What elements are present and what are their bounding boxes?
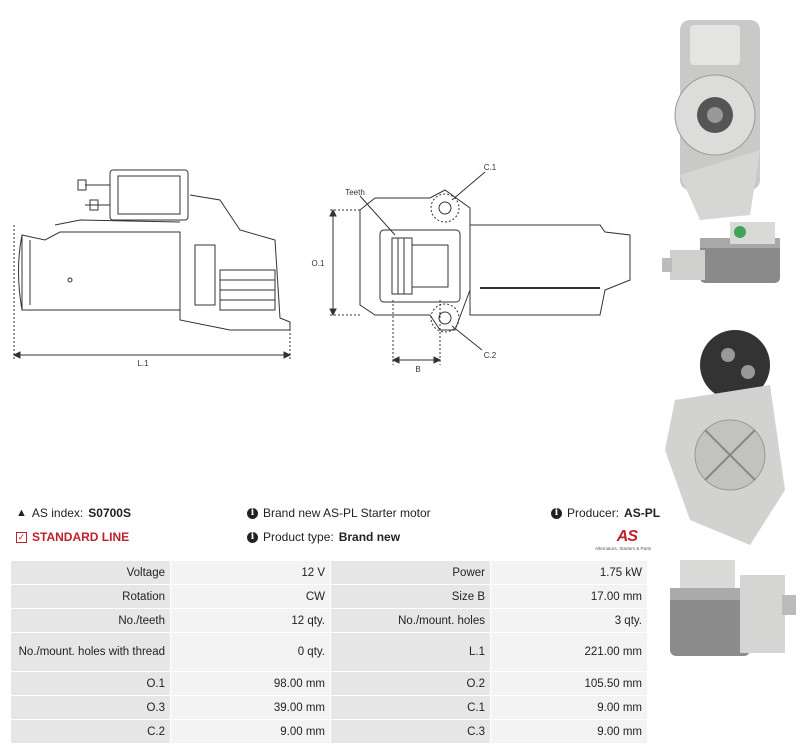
spec-value: 3 qty. [490,608,648,633]
spec-label: L.1 [330,632,491,672]
spec-value: 39.00 mm [170,695,331,720]
spec-value: 12 qty. [170,608,331,633]
spec-label: Voltage [10,560,171,585]
as-pl-logo: AS Alternators, Starters & Parts [583,528,651,554]
spec-label: C.1 [330,695,491,720]
tag-icon: ▲ [16,507,27,519]
spec-value: 98.00 mm [170,671,331,696]
producer-label: Producer: [567,506,620,520]
spec-value: CW [170,584,331,609]
spec-label: O.2 [330,671,491,696]
spec-value: 221.00 mm [490,632,648,672]
spec-value: 12 V [170,560,331,585]
info-icon: i [551,507,562,519]
logo-tagline: Alternators, Starters & Parts [594,546,651,551]
checkbox-icon: ✓ [16,531,27,543]
spec-value: 0 qty. [170,632,331,672]
spec-label: O.3 [10,695,171,720]
product-photo-side-1 [662,222,780,283]
standard-line-label: STANDARD LINE [32,530,130,544]
o1-label: O.1 [312,259,325,268]
product-type-label: Product type: [263,530,334,544]
info-icon: i [247,507,258,519]
info-icon: i [247,531,258,543]
spec-label: No./mount. holes [330,608,491,633]
c2-label: C.2 [484,351,497,360]
spec-value: 17.00 mm [490,584,648,609]
spec-label: No./mount. holes with thread [10,632,171,672]
l1-label: L.1 [137,359,149,368]
spec-value: 9.00 mm [490,695,648,720]
product-info: ▲ AS index: S0700S i Brand new AS-PL Sta… [10,500,660,560]
producer-value: AS-PL [624,506,661,520]
product-description: i Brand new AS-PL Starter motor [247,506,431,520]
b-label: B [415,365,420,374]
product-photos [662,20,796,656]
spec-label: O.1 [10,671,171,696]
spec-label: C.3 [330,719,491,744]
front-view-drawing [329,171,631,365]
c1-label: C.1 [484,163,497,172]
producer: i Producer: AS-PL [551,506,660,520]
spec-label: C.2 [10,719,171,744]
description-text: Brand new AS-PL Starter motor [263,506,431,520]
spec-label: Power [330,560,491,585]
spec-value: 9.00 mm [170,719,331,744]
product-type-value: Brand new [338,530,401,544]
logo-mark: AS [616,528,638,545]
product-photo-front [674,20,760,220]
technical-drawings: L.1 O.1 Teeth C.1 C.2 B [12,163,631,374]
standard-line: ✓ STANDARD LINE [16,530,129,544]
spec-label: Rotation [10,584,171,609]
as-index-value: S0700S [88,506,131,520]
teeth-label: Teeth [345,188,365,197]
as-index: ▲ AS index: S0700S [16,506,131,520]
spec-value: 9.00 mm [490,719,648,744]
spec-value: 1.75 kW [490,560,648,585]
side-view-drawing [12,169,292,360]
spec-label: Size B [330,584,491,609]
product-photo-side-2 [670,560,796,656]
product-type: i Product type: Brand new [247,530,400,544]
as-index-label: AS index: [31,506,84,520]
product-photo-rear [665,330,785,545]
spec-label: No./teeth [10,608,171,633]
spec-value: 105.50 mm [490,671,648,696]
